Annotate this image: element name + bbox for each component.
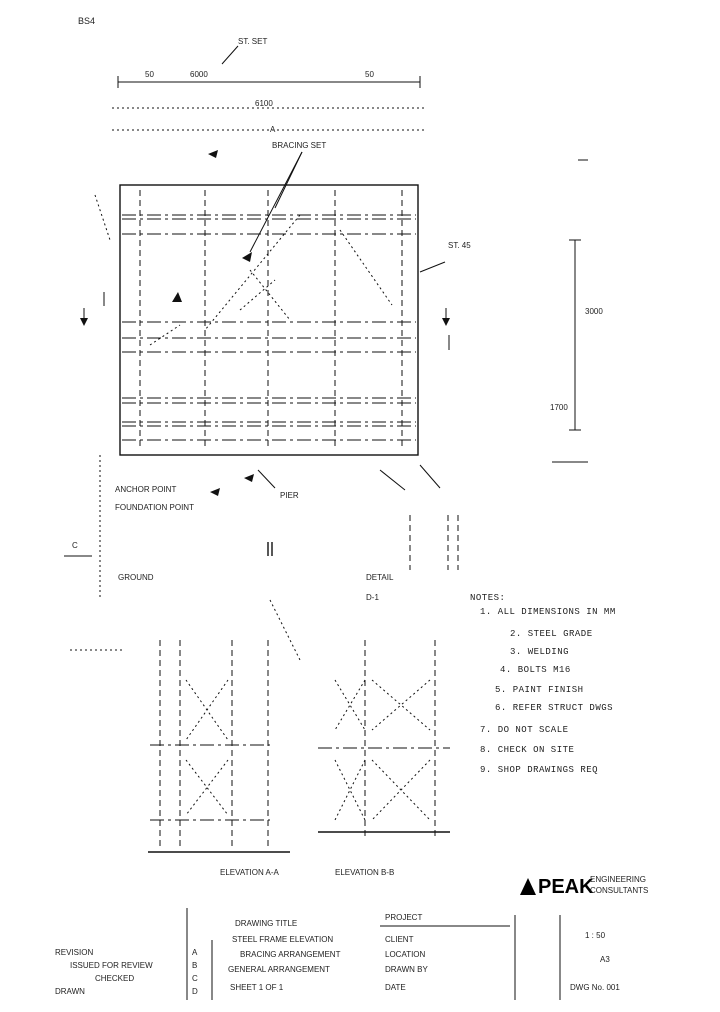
bottom-callout: PIER	[280, 491, 299, 500]
note-line: 5. PAINT FINISH	[495, 685, 584, 695]
right-callout: ST. 45	[448, 241, 471, 250]
tb-mid-line: STEEL FRAME ELEVATION	[232, 935, 333, 944]
overall-dim: 6100	[255, 99, 273, 108]
tb-left-line: CHECKED	[95, 974, 134, 983]
note-line: 2. STEEL GRADE	[510, 629, 593, 639]
note-line: 1. ALL DIMENSIONS IN MM	[480, 607, 616, 617]
tb-rev-cell: D	[192, 987, 198, 996]
arrow-icon	[80, 318, 88, 326]
mountain-icon	[520, 878, 536, 895]
elevation-right	[318, 640, 450, 840]
arrow-icon	[210, 488, 220, 496]
left-mark: C	[72, 541, 78, 550]
side-dim: 1700	[550, 403, 568, 412]
ground-label: GROUND	[118, 573, 154, 582]
tb-scale: 1 : 50	[585, 931, 606, 940]
tb-left-line: REVISION	[55, 948, 93, 957]
left-leader	[94, 194, 111, 241]
bracing-label: BRACING SET	[272, 141, 326, 150]
anchor-label-2: FOUNDATION POINT	[115, 503, 194, 512]
elev-right-label: ELEVATION B-B	[335, 868, 394, 877]
brand-tagline-1: ENGINEERING	[590, 875, 646, 884]
detail-a: DETAIL	[366, 573, 394, 582]
brace-diagonal-1	[204, 214, 301, 331]
tb-rev-cell: A	[192, 948, 198, 957]
tb-mid-line: DRAWING TITLE	[235, 919, 297, 928]
brace-diagonal-3	[249, 269, 291, 321]
detail-b: D-1	[366, 593, 379, 602]
tb-left-line: DRAWN	[55, 987, 85, 996]
brace-diagonal-2	[339, 229, 393, 306]
top-dim-left: 50	[145, 70, 154, 79]
tb-info-header: PROJECT	[385, 913, 422, 922]
brand-tagline-2: CONSULTANTS	[590, 886, 648, 895]
tb-left-line: ISSUED FOR REVIEW	[70, 961, 153, 970]
section-mark-top: A	[270, 125, 276, 134]
arrow-icon	[242, 252, 252, 262]
top-dim-right: 50	[365, 70, 374, 79]
top-callout-leader	[221, 45, 239, 65]
top-dim: 6000	[190, 70, 208, 79]
arrow-icon	[244, 474, 254, 482]
elevation-left	[148, 599, 301, 853]
arrow-icon	[208, 150, 218, 158]
plan-frame	[119, 184, 419, 456]
tb-mid-line: GENERAL ARRANGEMENT	[228, 965, 330, 974]
anchor-label: ANCHOR POINT	[115, 485, 176, 494]
tb-info-line: DATE	[385, 983, 406, 992]
top-callout: ST. SET	[238, 37, 267, 46]
arrow-icon	[172, 292, 182, 302]
tb-mid-line: BRACING ARRANGEMENT	[240, 950, 341, 959]
brace-diagonal-5	[149, 324, 181, 346]
brand-logo: PEAK ENGINEERING CONSULTANTS	[520, 875, 648, 898]
corner-mark: BS4	[78, 16, 95, 26]
elev-left-label: ELEVATION A-A	[220, 868, 279, 877]
tb-info-line: CLIENT	[385, 935, 414, 944]
note-line: 8. CHECK ON SITE	[480, 745, 574, 755]
note-line: 6. REFER STRUCT DWGS	[495, 703, 613, 713]
tb-sheet: A3	[600, 955, 610, 964]
bracing-leader-2	[249, 151, 303, 253]
note-line: 7. DO NOT SCALE	[480, 725, 569, 735]
height-dim: 3000	[585, 307, 603, 316]
note-line: 3. WELDING	[510, 647, 569, 657]
arrow-icon	[442, 318, 450, 326]
tb-rev-cell: B	[192, 961, 197, 970]
tb-rev-cell: C	[192, 974, 198, 983]
tb-drawing-no: DWG No. 001	[570, 983, 620, 992]
note-line: 9. SHOP DRAWINGS REQ	[480, 765, 598, 775]
title-block: REVISION ISSUED FOR REVIEW CHECKED DRAWN…	[55, 908, 620, 1000]
note-line: 4. BOLTS M16	[500, 665, 571, 675]
note-line: NOTES:	[470, 593, 505, 603]
brand-name: PEAK	[538, 876, 594, 898]
tb-info-line: DRAWN BY	[385, 965, 428, 974]
tb-info-line: LOCATION	[385, 950, 426, 959]
notes-block: NOTES: 1. ALL DIMENSIONS IN MM 2. STEEL …	[470, 593, 616, 775]
tb-mid-line: SHEET 1 OF 1	[230, 983, 284, 992]
